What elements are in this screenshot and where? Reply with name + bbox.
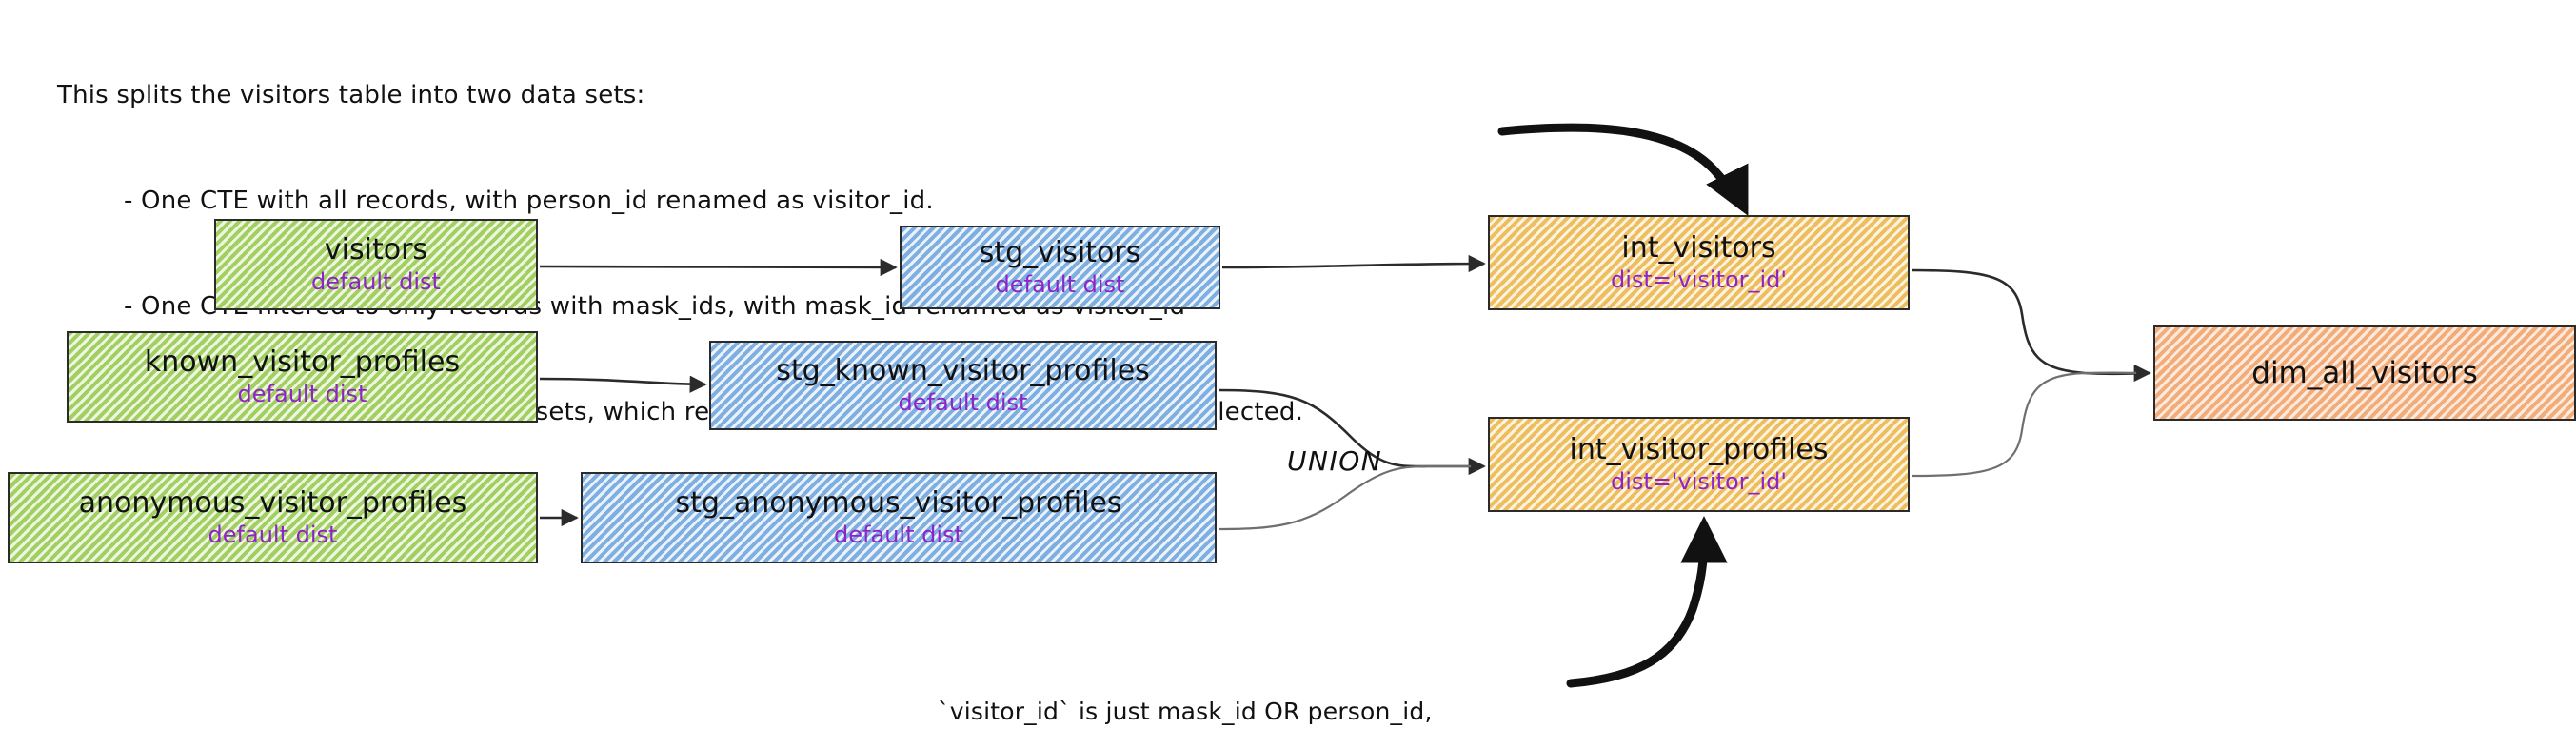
annotation-arrow-bottom: [1566, 516, 1728, 688]
union-edge-label: UNION: [1287, 445, 1383, 477]
node-stg-visitors[interactable]: stg_visitors default dist: [900, 226, 1220, 309]
edge-stg-visitors-to-int-visitors: [1221, 254, 1486, 273]
node-stg-known-visitor-profiles-title: stg_known_visitor_profiles: [776, 353, 1150, 387]
node-dim-all-visitors[interactable]: dim_all_visitors: [2153, 325, 2576, 421]
node-anonymous-visitor-profiles-title: anonymous_visitor_profiles: [78, 485, 467, 520]
node-int-visitors-dist: dist='visitor_id': [1610, 266, 1788, 294]
node-dim-all-visitors-title: dim_all_visitors: [2251, 355, 2478, 390]
edge-int-profiles-to-dim: [1911, 365, 2151, 478]
node-int-visitors[interactable]: int_visitors dist='visitor_id': [1488, 215, 1910, 310]
node-stg-visitors-dist: default dist: [995, 271, 1125, 299]
node-visitors-dist: default dist: [311, 268, 441, 296]
node-known-visitor-profiles-title: known_visitor_profiles: [144, 345, 461, 379]
annotation-arrow-top: [1497, 123, 1749, 216]
edge-int-visitors-to-dim: [1911, 268, 2151, 383]
node-anonymous-visitor-profiles-dist: default dist: [208, 522, 338, 549]
node-anonymous-visitor-profiles[interactable]: anonymous_visitor_profiles default dist: [8, 472, 538, 563]
edge-known-to-stg-known: [539, 375, 707, 393]
edge-stg-anonymous-to-int-profiles: [1218, 459, 1486, 531]
node-int-visitor-profiles-dist: dist='visitor_id': [1610, 468, 1788, 496]
node-stg-anonymous-visitor-profiles-title: stg_anonymous_visitor_profiles: [675, 485, 1122, 520]
node-known-visitor-profiles-dist: default dist: [237, 381, 367, 408]
node-stg-anonymous-visitor-profiles-dist: default dist: [834, 522, 963, 549]
node-int-visitor-profiles[interactable]: int_visitor_profiles dist='visitor_id': [1488, 417, 1910, 512]
node-stg-visitors-title: stg_visitors: [979, 235, 1141, 269]
node-visitors-title: visitors: [324, 232, 428, 266]
bottom-annotation-note: `visitor_id` is just mask_id OR person_i…: [938, 628, 1497, 749]
node-known-visitor-profiles[interactable]: known_visitor_profiles default dist: [67, 331, 538, 423]
top-note-line-1: This splits the visitors table into two …: [57, 81, 645, 109]
node-stg-anonymous-visitor-profiles[interactable]: stg_anonymous_visitor_profiles default d…: [581, 472, 1217, 563]
top-note-line-2: - One CTE with all records, with person_…: [124, 187, 934, 215]
node-int-visitors-title: int_visitors: [1621, 230, 1776, 265]
bottom-note-line-1: `visitor_id` is just mask_id OR person_i…: [938, 698, 1433, 725]
node-stg-known-visitor-profiles-dist: default dist: [898, 389, 1028, 417]
edge-visitors-to-stg-visitors: [539, 258, 898, 277]
node-visitors[interactable]: visitors default dist: [214, 219, 538, 310]
node-int-visitor-profiles-title: int_visitor_profiles: [1569, 432, 1829, 466]
node-stg-known-visitor-profiles[interactable]: stg_known_visitor_profiles default dist: [709, 341, 1217, 430]
